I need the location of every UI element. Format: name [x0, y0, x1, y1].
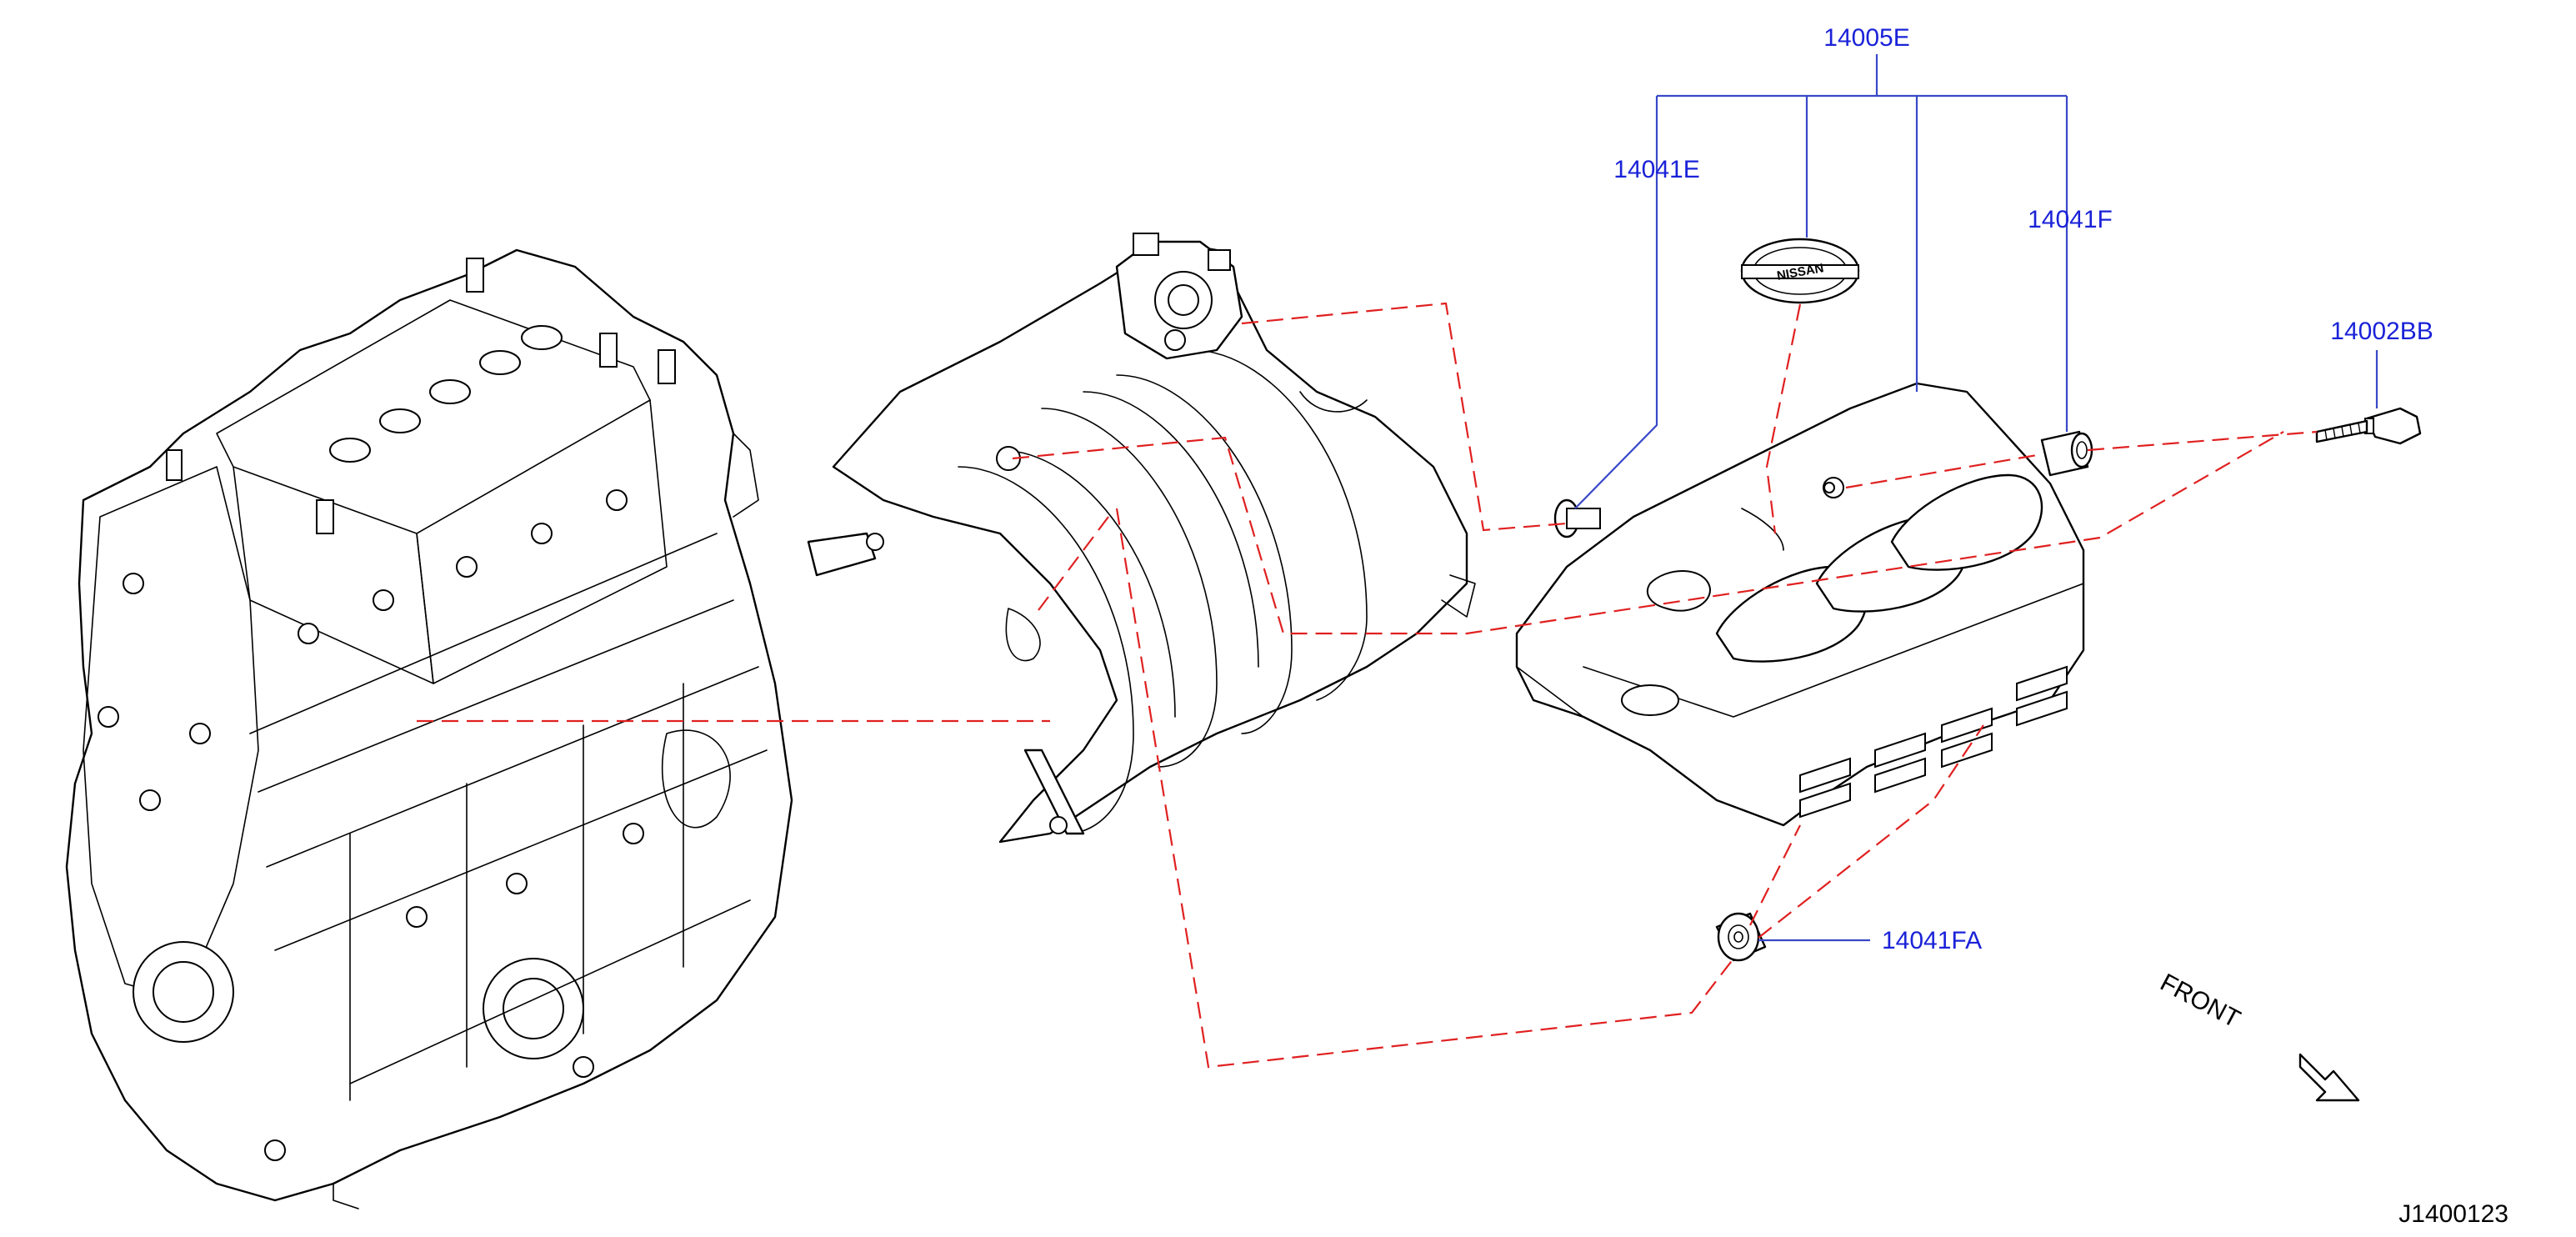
nissan-emblem-illustration: NISSAN [1740, 238, 1860, 304]
connector-manifold-to-grommet-fa [1012, 431, 2284, 635]
connector-manifold-flange [1033, 516, 1109, 618]
part-label-14041FA[interactable]: 14041FA [1882, 927, 1982, 954]
engine-block-illustration [65, 248, 793, 1209]
front-label: FRONT [2156, 969, 2245, 1034]
connector-throttle-to-clip [1241, 302, 1568, 532]
grommet-14041FA-illustration [1715, 912, 1767, 962]
bolt-14002BB-illustration [2315, 407, 2422, 445]
connector-emblem-to-cover [1765, 303, 1802, 534]
engine-cover-illustration [1515, 382, 2085, 827]
connector-boss-to-bolt [1845, 453, 2043, 489]
connector-vents-to-grommet-fa [1749, 824, 1801, 926]
part-label-14002BB[interactable]: 14002BB [2330, 318, 2433, 345]
front-arrow-icon [2298, 1053, 2360, 1102]
dashed-assembly-connectors [417, 302, 2318, 1069]
diagram-id: J1400123 [2398, 1200, 2508, 1228]
clip-14041E-illustration [1553, 498, 1601, 538]
leader-lines [1574, 54, 2378, 942]
part-label-14005E[interactable]: 14005E [1823, 24, 1909, 52]
connector-grommet-to-bolt [2087, 430, 2318, 452]
part-label-14041F[interactable]: 14041F [2028, 206, 2113, 233]
front-direction-indicator: FRONT [2156, 969, 2360, 1102]
intake-manifold-illustration [807, 233, 1476, 844]
connector-vents-to-grommet-fa-2 [1758, 724, 1984, 939]
part-label-14041E[interactable]: 14041E [1613, 156, 1699, 183]
grommet-14041F-illustration [2040, 430, 2093, 477]
connector-manifold-loop [1115, 508, 1734, 1069]
